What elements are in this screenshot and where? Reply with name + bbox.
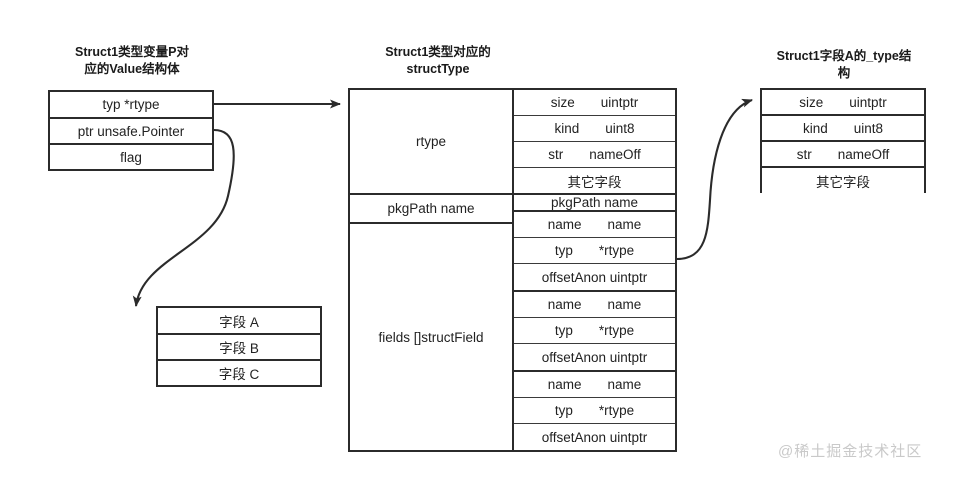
field2-row-offset-key: offsetAnon uintptr bbox=[541, 349, 648, 365]
detail-row-kind: kind uint8 bbox=[514, 116, 675, 142]
detail-row-str-value: nameOff bbox=[589, 147, 641, 162]
field2-row-typ: typ *rtype bbox=[514, 318, 675, 344]
type-row-other-fields: 其它字段 bbox=[762, 168, 924, 193]
field2-row-name-key: name bbox=[547, 297, 582, 312]
struct-field-entry-1: name name typ *rtype offsetAnon uintptr bbox=[514, 212, 675, 292]
struct-type-detail-column: size uintptr kind uint8 str nameOff 其它字段 bbox=[514, 90, 675, 450]
group-label-rtype-text: rtype bbox=[415, 134, 446, 149]
detail-row-size: size uintptr bbox=[514, 90, 675, 116]
arrow-field-typ-to-type-box bbox=[676, 98, 753, 261]
group-label-pkgpath: pkgPath name bbox=[350, 195, 512, 224]
detail-group-rtype: size uintptr kind uint8 str nameOff 其它字段 bbox=[514, 90, 675, 195]
detail-row-str-key: str bbox=[548, 147, 564, 162]
right-box-title-line2: 构 bbox=[837, 66, 851, 80]
field1-row-offset: offsetAnon uintptr bbox=[514, 264, 675, 290]
field3-row-name-key: name bbox=[547, 377, 582, 392]
type-row-str-key: str bbox=[796, 146, 812, 162]
field2-row-typ-key: typ bbox=[554, 323, 573, 338]
field-row-c-label: 字段 C bbox=[218, 367, 260, 382]
type-row-kind-key: kind bbox=[802, 120, 828, 136]
value-struct-box: typ *rtype ptr unsafe.Pointer flag bbox=[48, 90, 214, 171]
group-label-fields: fields []structField bbox=[350, 224, 512, 450]
field1-row-name-key: name bbox=[547, 217, 582, 232]
group-label-rtype: rtype bbox=[350, 90, 512, 195]
field2-row-typ-value: *rtype bbox=[598, 323, 635, 338]
field-row-a-label: 字段 A bbox=[219, 314, 259, 330]
middle-struct-title-line1: Struct1类型对应的 bbox=[385, 45, 491, 59]
type-row-str-value: nameOff bbox=[837, 146, 890, 162]
field-row-a: 字段 A bbox=[158, 308, 320, 335]
field3-row-offset-key: offsetAnon uintptr bbox=[541, 429, 648, 445]
field1-row-name: name name bbox=[514, 212, 675, 238]
struct-type-label-column: rtype pkgPath name fields []structField bbox=[350, 90, 514, 450]
group-label-fields-text: fields []structField bbox=[378, 329, 484, 345]
field2-row-name-value: name bbox=[607, 297, 642, 312]
detail-row-kind-value: uint8 bbox=[605, 121, 635, 136]
type-row-other-fields-key: 其它字段 bbox=[816, 174, 870, 190]
value-row-ptr: ptr unsafe.Pointer bbox=[50, 119, 212, 145]
detail-group-fields: name name typ *rtype offsetAnon uintptr … bbox=[514, 212, 675, 450]
field3-row-typ-value: *rtype bbox=[598, 403, 635, 418]
field3-row-typ: typ *rtype bbox=[514, 398, 675, 424]
detail-row-other-fields: 其它字段 bbox=[514, 168, 675, 193]
value-row-typ: typ *rtype bbox=[50, 92, 212, 119]
field-row-b-label: 字段 B bbox=[219, 341, 259, 356]
middle-struct-title-line2: structType bbox=[406, 62, 470, 76]
field3-row-name: name name bbox=[514, 372, 675, 398]
field3-row-typ-key: typ bbox=[554, 403, 573, 418]
type-row-size-value: uintptr bbox=[849, 94, 887, 110]
fields-data-box: 字段 A 字段 B 字段 C bbox=[156, 306, 322, 387]
middle-struct-title: Struct1类型对应的 structType bbox=[338, 44, 538, 78]
value-row-flag: flag bbox=[50, 145, 212, 169]
detail-row-str: str nameOff bbox=[514, 142, 675, 168]
field-row-b: 字段 B bbox=[158, 335, 320, 361]
field1-row-typ: typ *rtype bbox=[514, 238, 675, 264]
field3-row-name-value: name bbox=[607, 377, 642, 392]
detail-row-kind-key: kind bbox=[554, 121, 580, 136]
type-row-size: size uintptr bbox=[762, 90, 924, 116]
right-box-title-line1: Struct1字段A的_type结 bbox=[776, 49, 912, 63]
group-label-pkgpath-text: pkgPath name bbox=[387, 201, 475, 216]
left-box-title: Struct1类型变量P对 应的Value结构体 bbox=[34, 44, 230, 78]
right-box-title: Struct1字段A的_type结 构 bbox=[748, 48, 940, 82]
field2-row-name: name name bbox=[514, 292, 675, 318]
field2-row-offset: offsetAnon uintptr bbox=[514, 344, 675, 370]
type-row-size-key: size bbox=[799, 94, 824, 110]
detail-row-size-value: uintptr bbox=[600, 95, 639, 110]
type-row-str: str nameOff bbox=[762, 142, 924, 168]
value-row-flag-label: flag bbox=[120, 149, 142, 165]
field1-row-typ-value: *rtype bbox=[598, 243, 635, 258]
detail-row-pkgpath: pkgPath name bbox=[514, 195, 675, 210]
type-row-kind-value: uint8 bbox=[853, 120, 884, 136]
field1-row-offset-key: offsetAnon uintptr bbox=[541, 269, 648, 285]
detail-row-other-fields-key: 其它字段 bbox=[567, 174, 622, 190]
detail-row-pkgpath-key: pkgPath name bbox=[550, 195, 639, 210]
detail-group-pkgpath: pkgPath name bbox=[514, 195, 675, 212]
struct-field-entry-2: name name typ *rtype offsetAnon uintptr bbox=[514, 292, 675, 372]
value-row-typ-label: typ *rtype bbox=[102, 97, 160, 112]
field-row-c: 字段 C bbox=[158, 361, 320, 385]
value-row-ptr-label: ptr unsafe.Pointer bbox=[77, 123, 185, 139]
field3-row-offset: offsetAnon uintptr bbox=[514, 424, 675, 450]
detail-row-size-key: size bbox=[550, 95, 575, 110]
left-box-title-line1: Struct1类型变量P对 bbox=[75, 45, 189, 59]
field1-row-name-value: name bbox=[607, 217, 642, 232]
field1-row-typ-key: typ bbox=[554, 243, 573, 258]
struct-field-entry-3: name name typ *rtype offsetAnon uintptr bbox=[514, 372, 675, 450]
type-row-kind: kind uint8 bbox=[762, 116, 924, 142]
struct-type-box: rtype pkgPath name fields []structField … bbox=[348, 88, 677, 452]
watermark: @稀土掘金技术社区 bbox=[778, 443, 923, 460]
field-type-box: size uintptr kind uint8 str nameOff 其它字段 bbox=[760, 88, 926, 193]
left-box-title-line2: 应的Value结构体 bbox=[84, 62, 180, 76]
